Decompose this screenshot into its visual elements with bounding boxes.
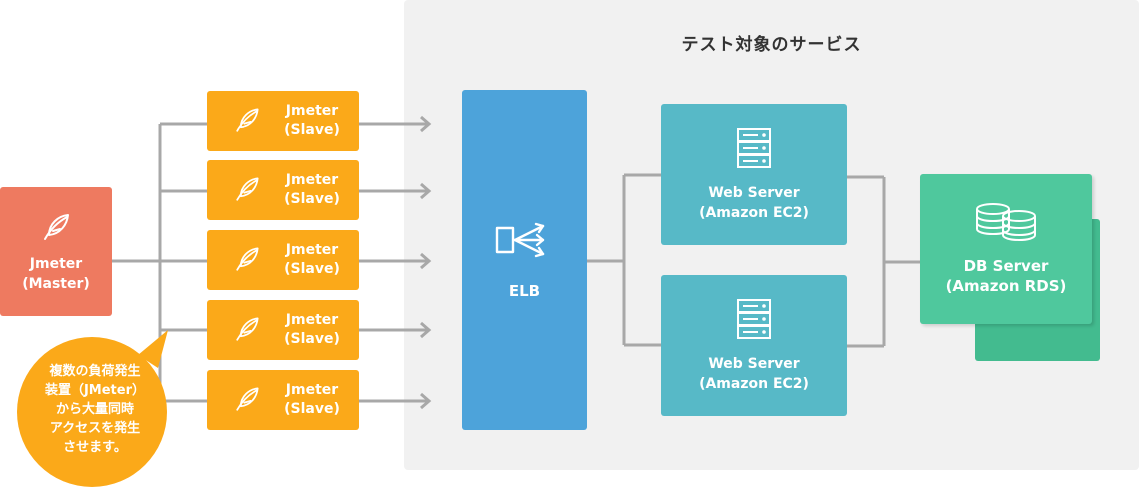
db-label-line2: (Amazon RDS) [945, 277, 1067, 295]
slave-label-line1: Jmeter [285, 312, 339, 328]
web-server-label-line1: Web Server [708, 355, 800, 372]
feather-icon [236, 108, 259, 132]
load-balancer-icon [495, 222, 544, 258]
callout-line: 複数の負荷発生 [49, 364, 141, 379]
web-server-label-line2: (Amazon EC2) [699, 204, 809, 221]
web-server-label-line1: Web Server [708, 184, 800, 201]
service-region-title: テスト対象のサービス [681, 35, 862, 55]
slave-label-line1: Jmeter [285, 103, 339, 119]
jmeter-slave-node: Jmeter (Slave) [207, 230, 359, 290]
feather-icon [236, 317, 259, 341]
db-server-node: DB Server (Amazon RDS) [920, 174, 1092, 324]
callout-line: から大量同時 [55, 402, 134, 417]
slave-label-line2: (Slave) [284, 401, 340, 417]
slave-label-line2: (Slave) [284, 331, 340, 347]
slave-label-line2: (Slave) [284, 122, 340, 138]
slave-label-line2: (Slave) [284, 261, 340, 277]
feather-icon [236, 387, 259, 411]
elb-node: ELB [462, 90, 587, 430]
server-icon [737, 127, 771, 168]
web-server-label-line2: (Amazon EC2) [699, 375, 809, 392]
database-icon [976, 203, 1036, 242]
jmeter-master-node: Jmeter (Master) [0, 187, 112, 316]
web-server-node: Web Server (Amazon EC2) [661, 275, 847, 416]
slave-label-line1: Jmeter [285, 382, 339, 398]
elb-label: ELB [508, 282, 541, 300]
jmeter-slave-node: Jmeter (Slave) [207, 370, 359, 430]
callout-text: 複数の負荷発生 装置（JMeter） から大量同時 アクセスを発生 させます。 [20, 362, 170, 457]
master-label-line1: Jmeter [29, 255, 83, 272]
slave-label-line1: Jmeter [285, 242, 339, 258]
callout-line: アクセスを発生 [49, 421, 141, 436]
jmeter-slave-node: Jmeter (Slave) [207, 160, 359, 220]
feather-icon [44, 213, 69, 240]
slave-label-line2: (Slave) [284, 191, 340, 207]
callout-line: 装置（JMeter） [44, 383, 146, 398]
slave-label-line1: Jmeter [285, 172, 339, 188]
web-server-node: Web Server (Amazon EC2) [661, 104, 847, 245]
jmeter-slave-node: Jmeter (Slave) [207, 300, 359, 360]
master-label-line2: (Master) [22, 275, 90, 292]
db-label-line1: DB Server [963, 257, 1049, 275]
callout-line: させます。 [63, 440, 127, 455]
feather-icon [236, 247, 259, 271]
server-icon [737, 298, 771, 339]
jmeter-slave-node: Jmeter (Slave) [207, 91, 359, 151]
feather-icon [236, 177, 259, 201]
